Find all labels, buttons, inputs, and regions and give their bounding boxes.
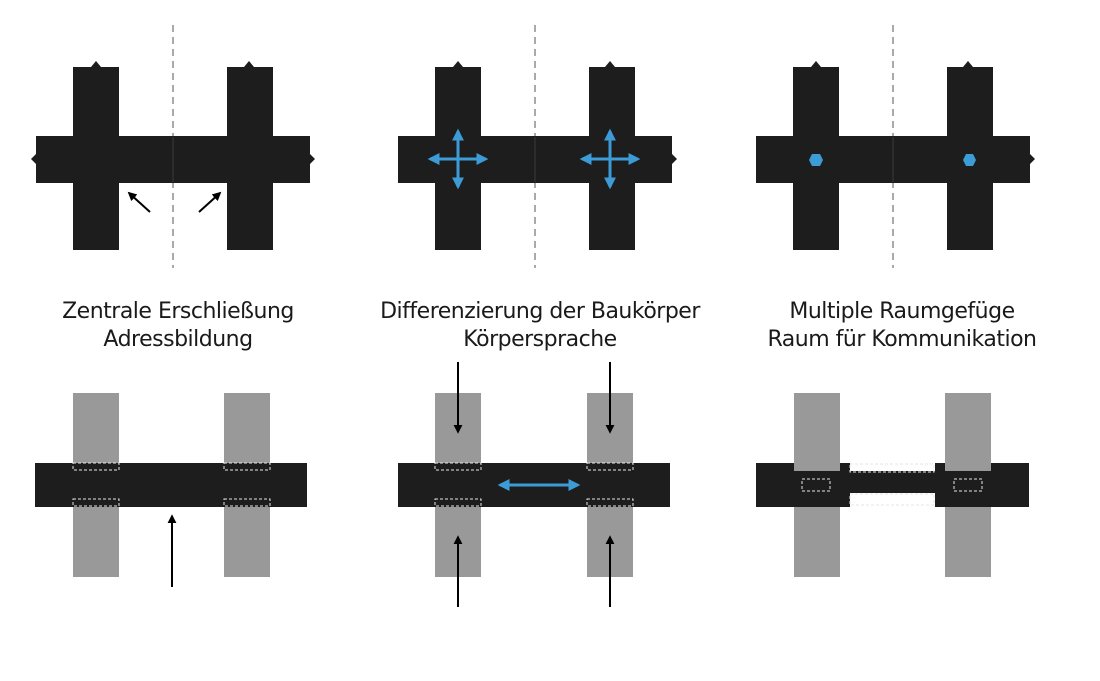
entry-notch (672, 154, 677, 164)
dashed-outline (434, 498, 482, 507)
section-multiple-spaces (756, 393, 1029, 577)
entry-notch (310, 154, 315, 164)
volume-block (794, 393, 840, 471)
four-way-arrow-icon (427, 128, 489, 190)
volume-block (73, 507, 119, 577)
entry-notch (811, 61, 821, 67)
volume-block (945, 499, 991, 577)
volume-block (794, 499, 840, 577)
dashed-outline (223, 498, 271, 507)
dashed-outline (586, 498, 634, 507)
plan-multiple-spaces (756, 25, 1035, 268)
connecting-bar (945, 471, 991, 499)
dashed-outline (72, 498, 120, 507)
volume-block (73, 393, 119, 463)
entry-notch (963, 61, 973, 67)
entry-notch (453, 61, 463, 67)
caption-3-line-2: Raum für Kommunikation (767, 327, 1036, 352)
plan-central-access (31, 25, 315, 268)
entry-notch (1030, 154, 1035, 164)
four-way-arrow-icon (579, 128, 641, 190)
entry-notch (91, 61, 101, 67)
caption-1-line-2: Adressbildung (103, 327, 252, 352)
entry-notch (605, 61, 615, 67)
volume-block (224, 393, 270, 463)
dashed-outline (223, 462, 271, 471)
dashed-outline (849, 463, 935, 473)
dashed-outline (586, 462, 634, 471)
section-body-differentiation (398, 362, 670, 607)
access-arrow (127, 191, 151, 213)
connecting-bar (850, 471, 935, 493)
dashed-outline (434, 462, 482, 471)
caption-2-line-2: Körpersprache (463, 327, 616, 352)
core-marker-icon (809, 154, 823, 166)
core-marker-icon (963, 154, 976, 166)
caption-2-line-1: Differenzierung der Baukörper (380, 299, 701, 324)
caption-1-line-1: Zentrale Erschließung (62, 299, 294, 324)
dashed-outline (849, 493, 935, 506)
dashed-outline (72, 462, 120, 471)
entry-notch (31, 154, 36, 164)
volume-block (224, 507, 270, 577)
caption-3-line-1: Multiple Raumgefüge (789, 299, 1014, 324)
access-arrow (198, 191, 222, 213)
entry-notch (244, 61, 254, 67)
volume-block (945, 393, 991, 471)
plan-body-differentiation (398, 25, 677, 268)
connecting-bar (794, 471, 840, 499)
section-central-access (35, 393, 307, 587)
